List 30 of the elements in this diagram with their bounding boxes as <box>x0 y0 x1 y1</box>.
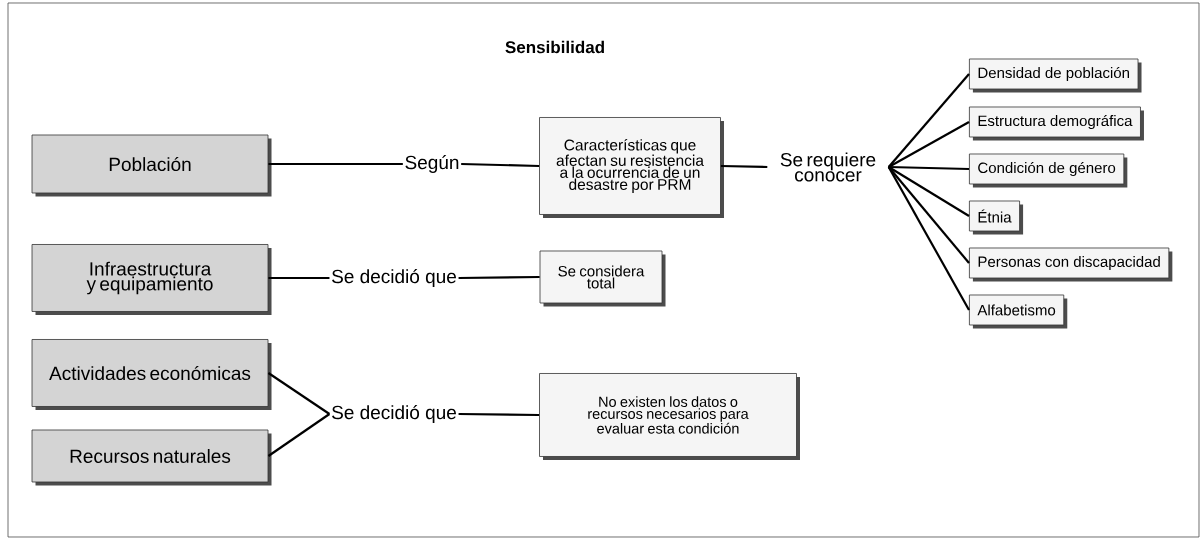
connector-line <box>268 162 403 166</box>
connector-line <box>887 166 970 311</box>
factor-box: Estructura demográfica <box>969 106 1144 141</box>
connector-line <box>887 73 970 168</box>
connector-line <box>458 275 540 280</box>
category-box: Población <box>31 134 272 197</box>
connector-line <box>887 166 970 264</box>
connector-line <box>267 413 331 457</box>
result-box: No existen los datos o recursos necesarios para evaluar esta condición <box>539 373 800 460</box>
connector-line <box>458 412 540 417</box>
title: Sensibilidad <box>505 40 604 54</box>
category-box: Actividades económicas <box>31 339 272 410</box>
factor-box: Personas con discapacidad <box>969 247 1173 282</box>
category-box: Infraestructura y equipamiento <box>31 244 272 315</box>
connector-line <box>268 276 330 280</box>
connector-line <box>888 165 970 171</box>
connector-text: Se requiere conocer <box>767 150 889 184</box>
connector-text: Según <box>403 153 461 175</box>
connector-line <box>720 164 768 169</box>
factor-box: Étnia <box>969 200 1024 235</box>
connector-line <box>888 121 970 168</box>
category-box: Recursos naturales <box>31 429 272 486</box>
connector-line <box>888 166 970 217</box>
connector-line <box>267 372 331 415</box>
factor-box: Alfabetismo <box>969 294 1068 329</box>
result-box: Características que afectan su resistencia a la ocurrencia de un desastre por PRM <box>539 117 724 218</box>
factor-box: Densidad de población <box>969 58 1142 93</box>
factor-box: Condición de género <box>969 153 1128 188</box>
connector-line <box>461 162 540 168</box>
result-box: Se considera total <box>539 250 666 307</box>
